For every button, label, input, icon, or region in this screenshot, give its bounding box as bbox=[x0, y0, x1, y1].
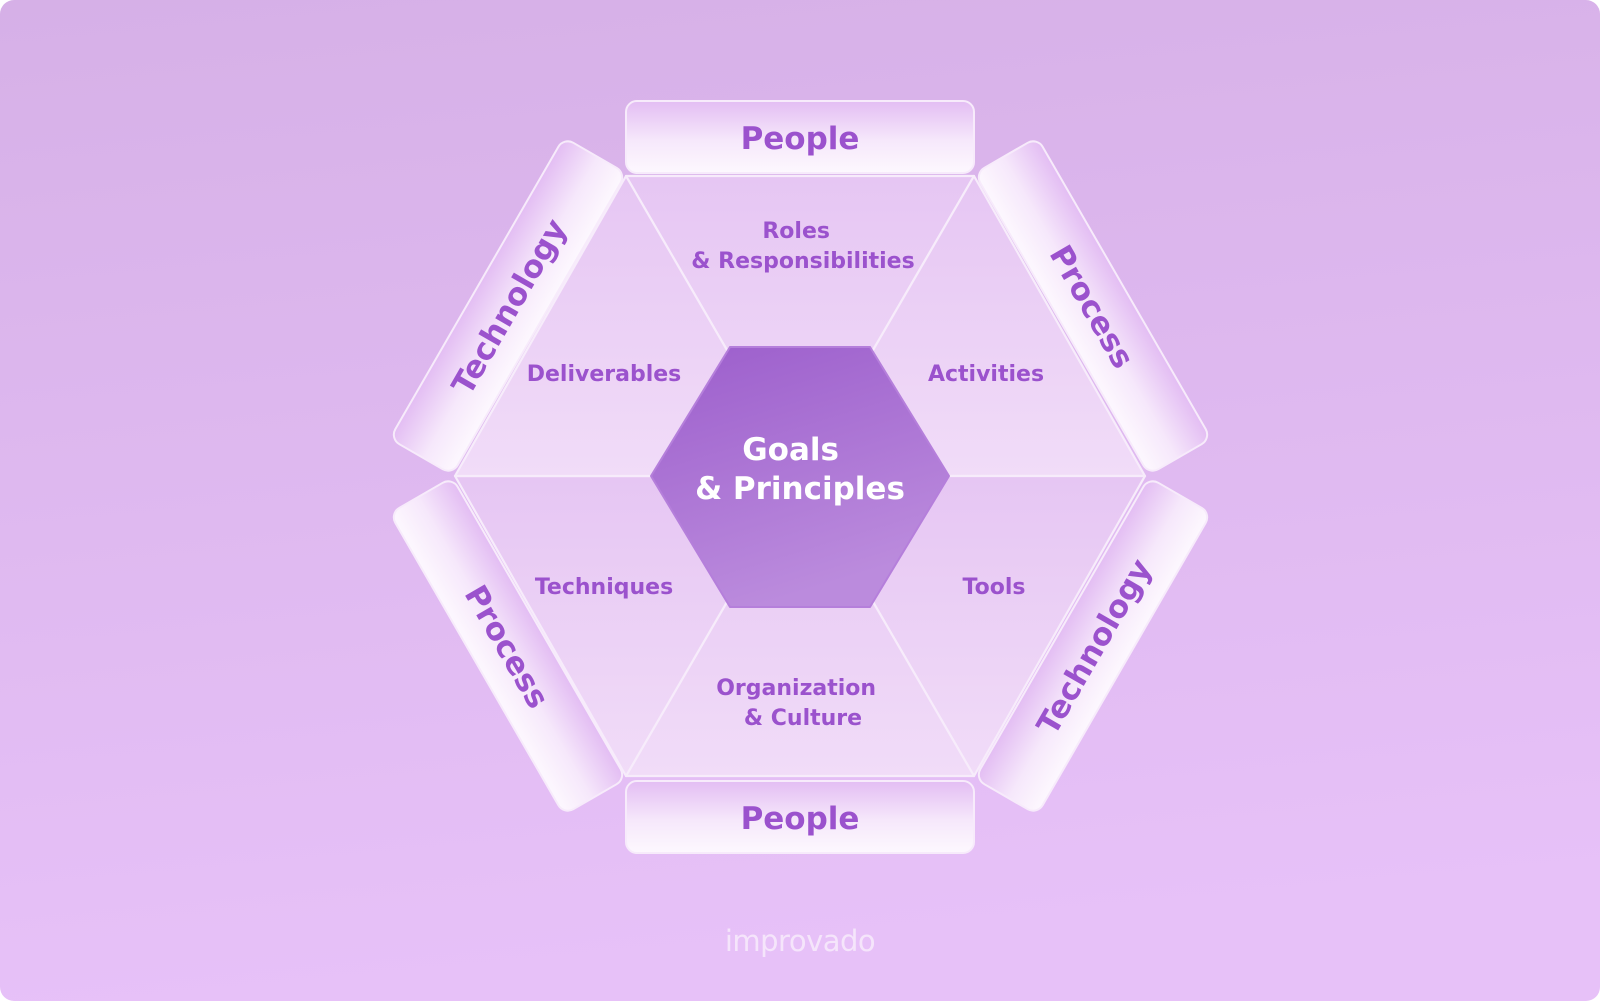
section-label-bottom: Organization & Culture bbox=[716, 676, 884, 731]
outer-bar-top-label: People bbox=[741, 121, 860, 157]
outer-bar-upper-right-shape bbox=[977, 140, 1209, 472]
section-label-top: Roles & Responsibilities bbox=[691, 219, 914, 274]
outer-bar-bottom: People bbox=[625, 780, 975, 854]
outer-bar-lower-left-shape bbox=[392, 480, 624, 812]
section-label-lower-right: Tools bbox=[963, 575, 1026, 600]
section-labels: Roles & Responsibilities Activities Tool… bbox=[527, 219, 1044, 731]
section-label-bottom-line1: Organization bbox=[716, 676, 876, 701]
center-title-line2: & Principles bbox=[695, 471, 905, 507]
outer-bar-lower-right-shape bbox=[977, 480, 1209, 812]
outer-bar-top-shape bbox=[625, 100, 975, 174]
center-title: Goals & Principles bbox=[695, 432, 905, 507]
section-label-top-line1: Roles bbox=[762, 219, 830, 244]
section-label-top-line2: & Responsibilities bbox=[691, 249, 914, 274]
section-label-lower-left: Techniques bbox=[535, 575, 673, 600]
section-label-upper-right: Activities bbox=[928, 362, 1044, 387]
outer-bar-upper-left-shape bbox=[392, 140, 624, 472]
outer-bar-bottom-shape bbox=[625, 780, 975, 854]
improvado-logo: improvado bbox=[725, 924, 875, 958]
section-label-upper-left: Deliverables bbox=[527, 362, 682, 387]
center-title-line1: Goals bbox=[742, 432, 839, 468]
outer-bar-bottom-label: People bbox=[741, 801, 860, 837]
center-hexagon bbox=[650, 346, 950, 608]
outer-bar-top: People bbox=[625, 100, 975, 174]
section-label-bottom-line2: & Culture bbox=[744, 706, 862, 731]
